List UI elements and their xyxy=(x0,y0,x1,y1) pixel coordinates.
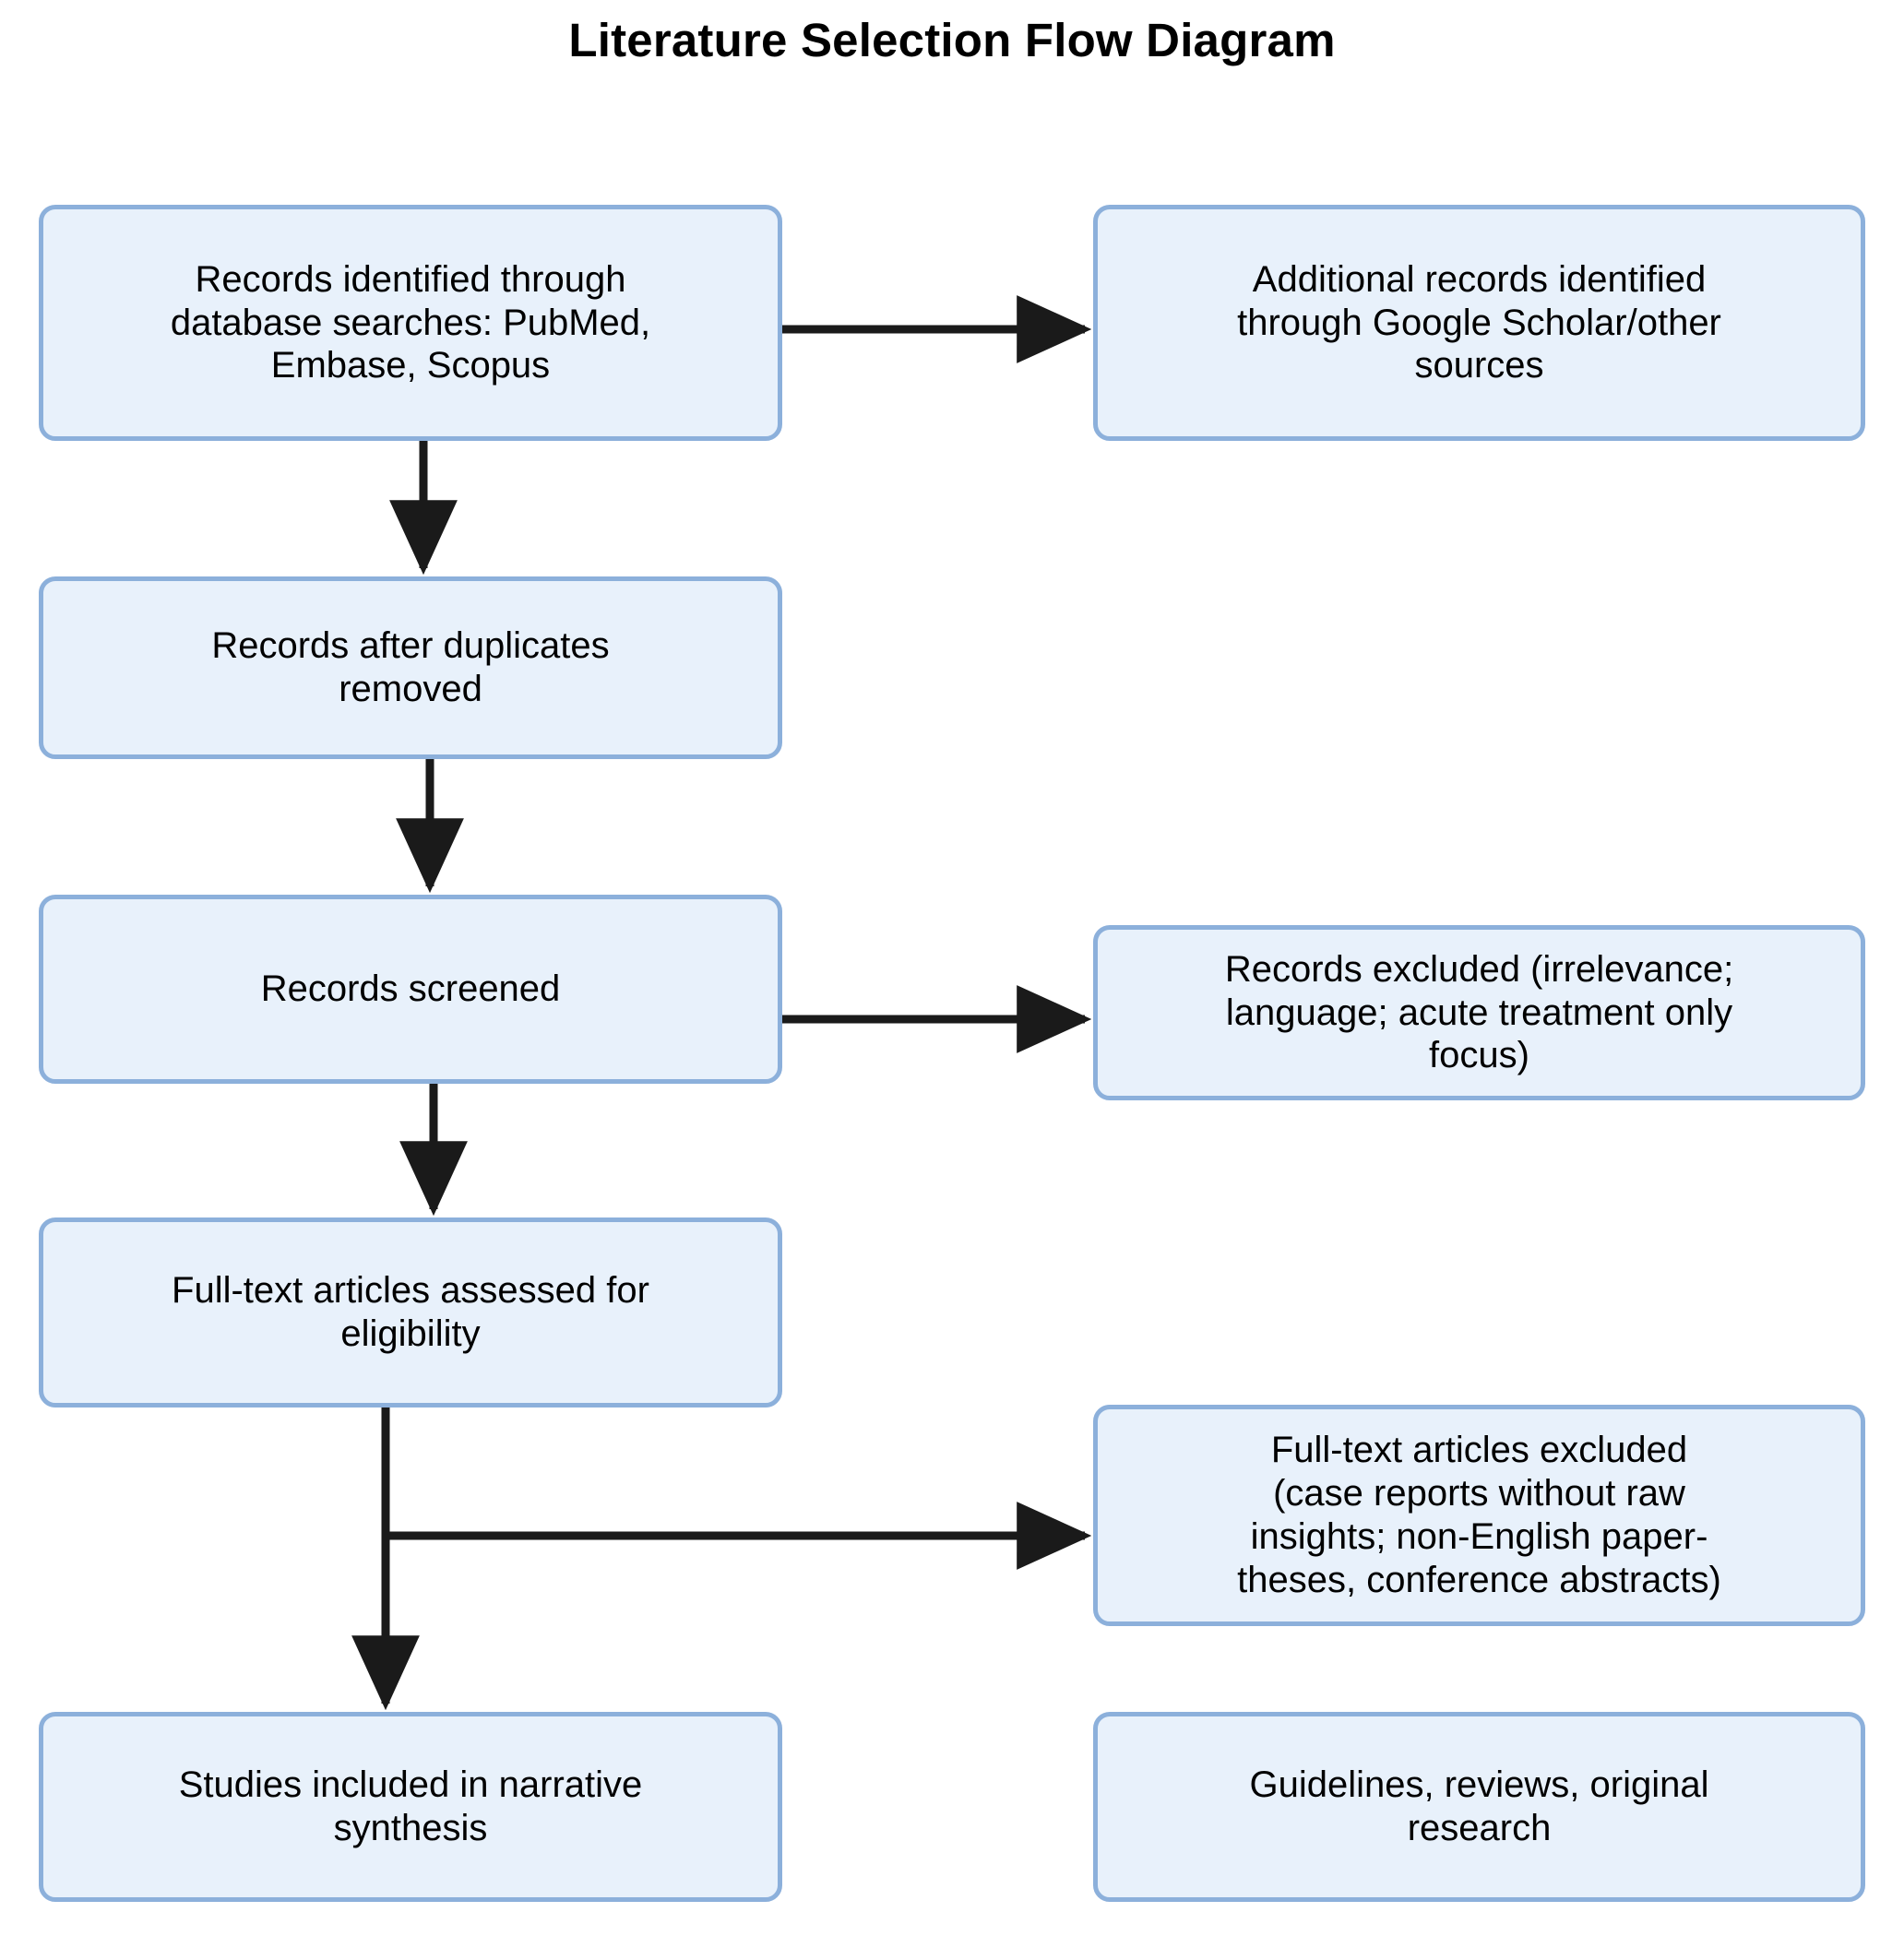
node-label: Records identified through database sear… xyxy=(170,258,651,386)
node-fulltext-excluded[interactable]: Full-text articles excluded (case report… xyxy=(1093,1405,1865,1626)
node-label: Additional records identified through Go… xyxy=(1237,258,1721,386)
node-records-identified[interactable]: Records identified through database sear… xyxy=(39,205,782,441)
node-label: Full-text articles assessed for eligibil… xyxy=(172,1270,649,1354)
node-label: Records screened xyxy=(260,968,561,1010)
node-label: Guidelines, reviews, original research xyxy=(1249,1764,1709,1848)
node-studies-included[interactable]: Studies included in narrative synthesis xyxy=(39,1712,782,1902)
node-additional-records[interactable]: Additional records identified through Go… xyxy=(1093,205,1865,441)
node-records-screened[interactable]: Records screened xyxy=(39,895,782,1084)
node-fulltext-assessed[interactable]: Full-text articles assessed for eligibil… xyxy=(39,1217,782,1407)
node-records-after-duplicates[interactable]: Records after duplicates removed xyxy=(39,576,782,759)
node-label: Records after duplicates removed xyxy=(211,625,610,709)
node-records-excluded[interactable]: Records excluded (irrelevance; language;… xyxy=(1093,925,1865,1100)
node-label: Full-text articles excluded (case report… xyxy=(1237,1430,1721,1600)
node-label: Records excluded (irrelevance; language;… xyxy=(1224,948,1734,1076)
node-guidelines-reviews[interactable]: Guidelines, reviews, original research xyxy=(1093,1712,1865,1902)
node-label: Studies included in narrative synthesis xyxy=(178,1764,643,1848)
page-title: Literature Selection Flow Diagram xyxy=(568,14,1336,66)
